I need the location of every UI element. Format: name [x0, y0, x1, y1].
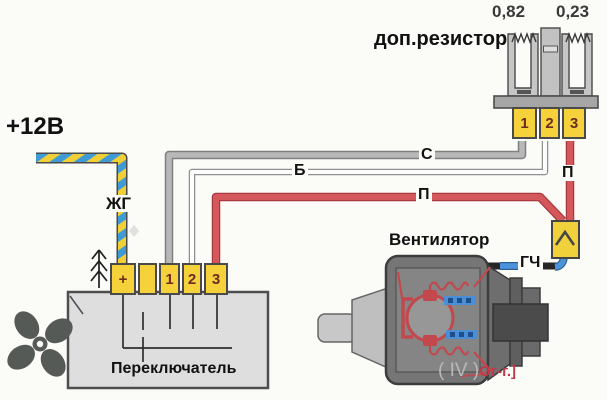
resistor-assembly [493, 27, 599, 109]
switch-terminal-1: 1 [159, 263, 180, 295]
watermark-speck [129, 225, 139, 237]
motor-blue-strips [444, 296, 478, 339]
wire-label-s: С [419, 146, 435, 163]
switch-terminal-3: 3 [204, 263, 228, 295]
switch-schematic [122, 295, 232, 362]
resistor-value-left: 0,82 [492, 2, 526, 21]
switch-terminal-blank [138, 263, 157, 295]
wire-label-zhg: ЖГ [104, 194, 134, 213]
wire-zhg-yellow-blue [36, 152, 128, 263]
wire-label-p-main: П [416, 186, 432, 203]
wire-label-b: Б [292, 162, 308, 179]
resistor-coil-right [565, 32, 591, 44]
wire-label-gch: ГЧ [518, 254, 543, 271]
wire-p-red-main [211, 192, 567, 263]
motor [317, 254, 549, 386]
resistor-coil-left [511, 32, 537, 44]
supply-voltage-label: +12В [6, 113, 65, 140]
resistor-value-right: 0,23 [556, 2, 590, 21]
switch-terminal-plus: + [110, 263, 136, 295]
chevron-up-icon [554, 229, 576, 246]
fan-blade-icon [7, 311, 73, 377]
switch-terminal-2: 2 [182, 263, 202, 295]
wire-label-p-resistor: П [560, 164, 576, 181]
watermark-gray: ( IV ) [438, 360, 480, 381]
resistor-terminal-1: 1 [512, 107, 537, 139]
resistor-title: доп.резистор [374, 28, 508, 50]
fan-title: Вентилятор [389, 230, 490, 249]
wire-s-gray [164, 141, 527, 263]
switch-title: Переключатель [111, 360, 237, 377]
wire-b-white [188, 141, 549, 263]
resistor-terminal-3: 3 [562, 107, 586, 139]
red-squiggle-mark [461, 367, 491, 378]
motor-schematic [396, 266, 492, 372]
resistor-terminal-2: 2 [539, 107, 560, 139]
switch-box [66, 290, 270, 390]
watermark-red: Ог-г.] [479, 363, 516, 380]
watermark-text: ( IV )Ог-г.] [438, 360, 516, 382]
ground-icon [90, 249, 108, 288]
connector [551, 220, 580, 259]
